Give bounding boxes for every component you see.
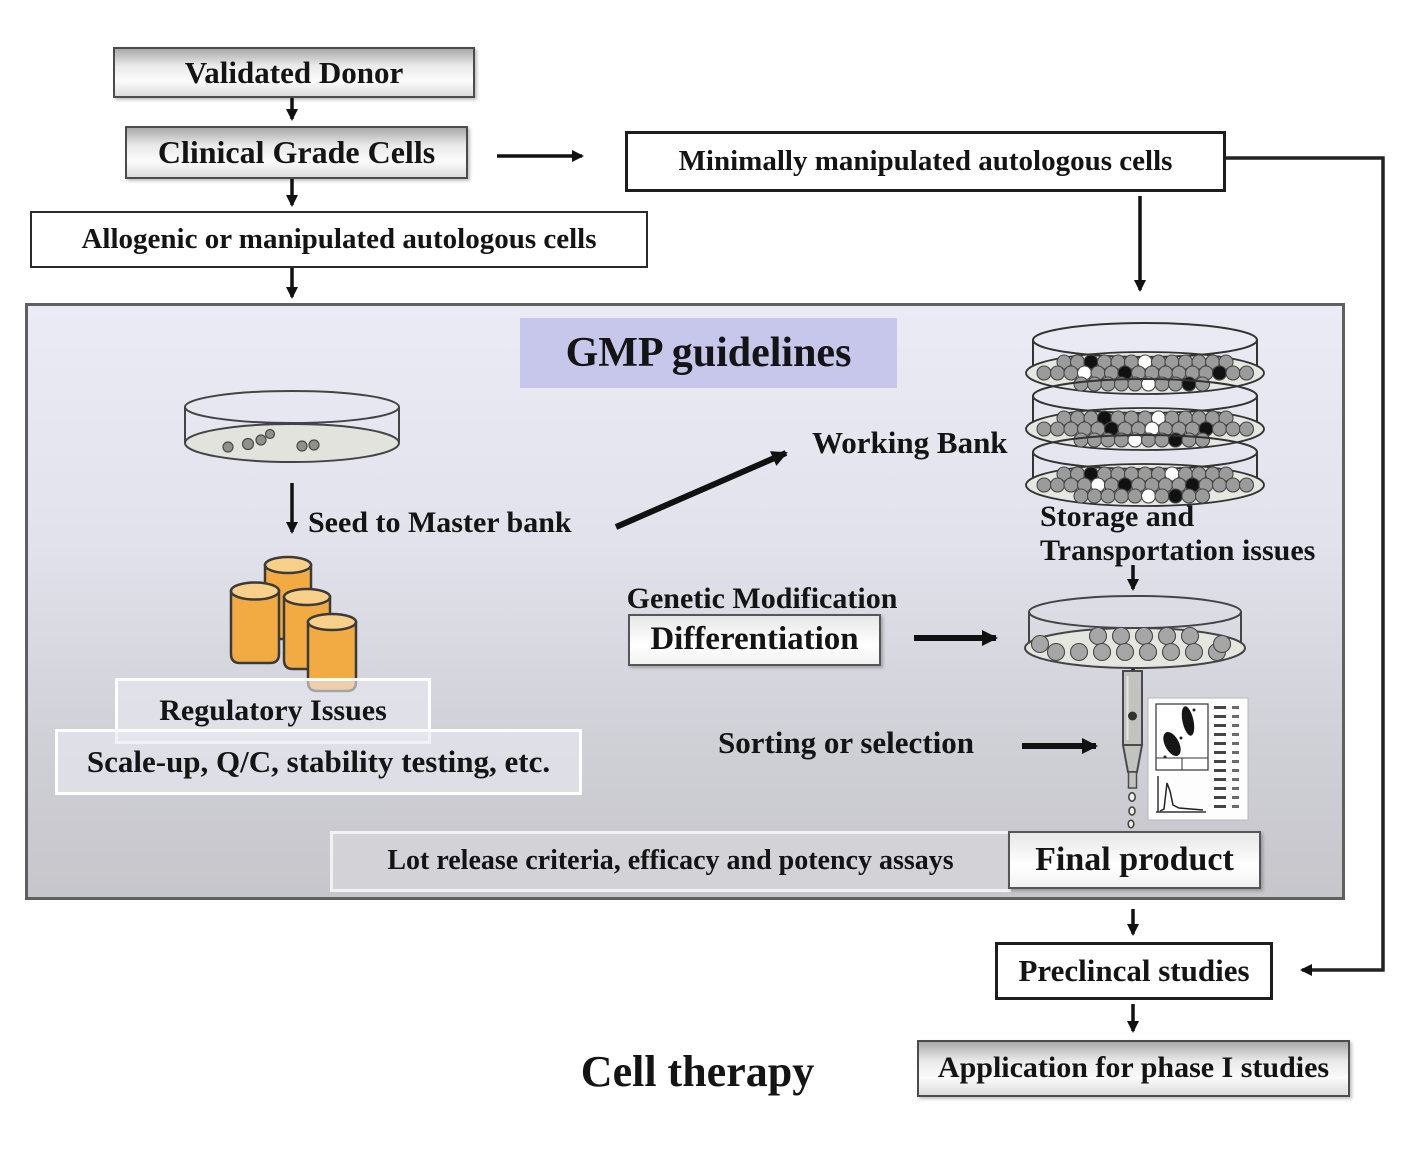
- working-bank-label: Working Bank: [812, 425, 1008, 461]
- differentiated-dish-icon: [1024, 595, 1246, 669]
- master-bank-vials-icon: [229, 555, 358, 693]
- arrow-seed-to-working-bank: [614, 450, 788, 530]
- lot-release-box: Lot release criteria, efficacy and poten…: [330, 831, 1011, 892]
- final-product-box: Final product: [1008, 831, 1261, 889]
- gmp-guidelines-title: GMP guidelines: [520, 318, 897, 388]
- clinical-grade-cells-box: Clinical Grade Cells: [125, 126, 468, 179]
- facs-readout-icon: [1147, 697, 1249, 821]
- cell-sorter-icon: [1121, 670, 1144, 840]
- allogenic-cells-box: Allogenic or manipulated autologous cell…: [30, 211, 648, 268]
- genetic-modification-label: Genetic Modification: [626, 581, 898, 615]
- differentiation-box: Differentiation: [628, 614, 881, 666]
- minimally-manipulated-box: Minimally manipulated autologous cells: [625, 131, 1226, 192]
- connector-minimally-to-preclinical: [1222, 156, 1385, 976]
- validated-donor-box: Validated Donor: [113, 47, 475, 98]
- stacked-dishes-icon: [1025, 322, 1265, 507]
- application-phase1-box: Application for phase I studies: [917, 1040, 1350, 1097]
- seed-to-master-bank-label: Seed to Master bank: [308, 505, 572, 539]
- cell-therapy-label: Cell therapy: [580, 1047, 815, 1097]
- storage-transportation-label: Storage and Transportation issues: [1040, 499, 1316, 568]
- preclinical-studies-box: Preclincal studies: [995, 942, 1273, 1000]
- sorting-or-selection-label: Sorting or selection: [717, 725, 974, 761]
- petri-dish-seed-icon: [184, 390, 400, 463]
- scale-up-box: Scale-up, Q/C, stability testing, etc.: [55, 729, 582, 795]
